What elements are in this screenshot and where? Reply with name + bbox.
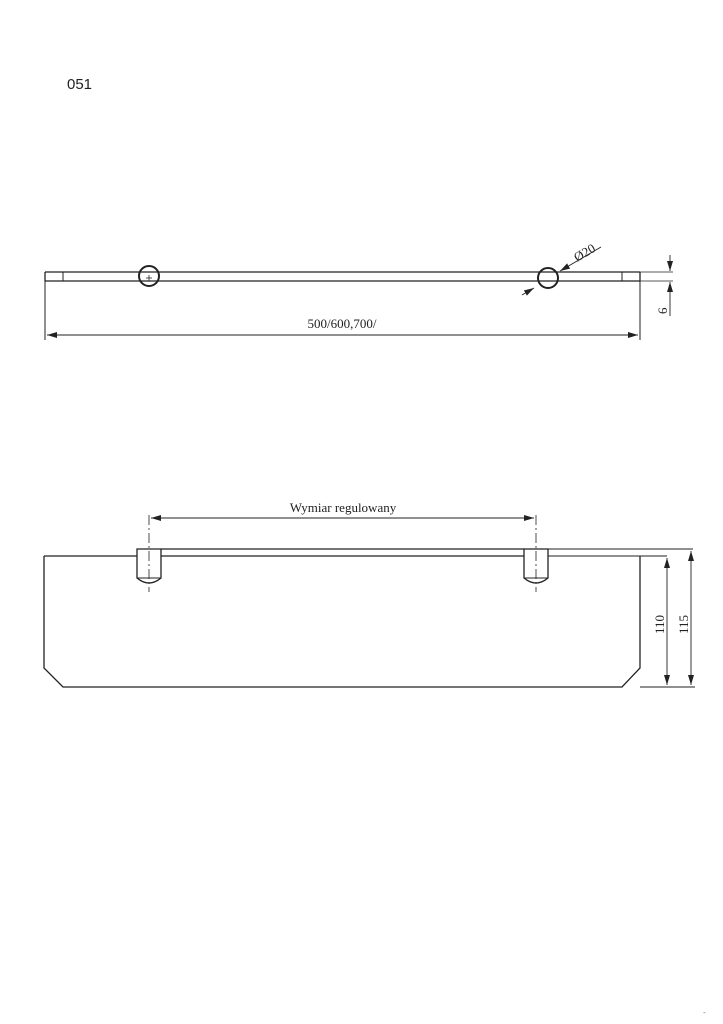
right-mount-circle-icon	[537, 267, 559, 289]
length-dimension-label: 500/600,700/	[308, 316, 377, 331]
front-view	[43, 515, 695, 688]
height-115-label: 115	[676, 615, 691, 634]
adjustable-span-label: Wymiar regulowany	[290, 500, 397, 515]
diameter-dimension-label: Ø20	[571, 240, 598, 264]
corner-mark: -	[703, 1008, 706, 1017]
height-110-label: 110	[652, 615, 667, 634]
top-view	[44, 246, 673, 340]
thickness-dimension-label: 6	[655, 307, 670, 314]
shelf-outline	[43, 556, 641, 688]
drawing-code: 051	[67, 76, 93, 93]
left-mount-circle-icon	[138, 265, 160, 287]
